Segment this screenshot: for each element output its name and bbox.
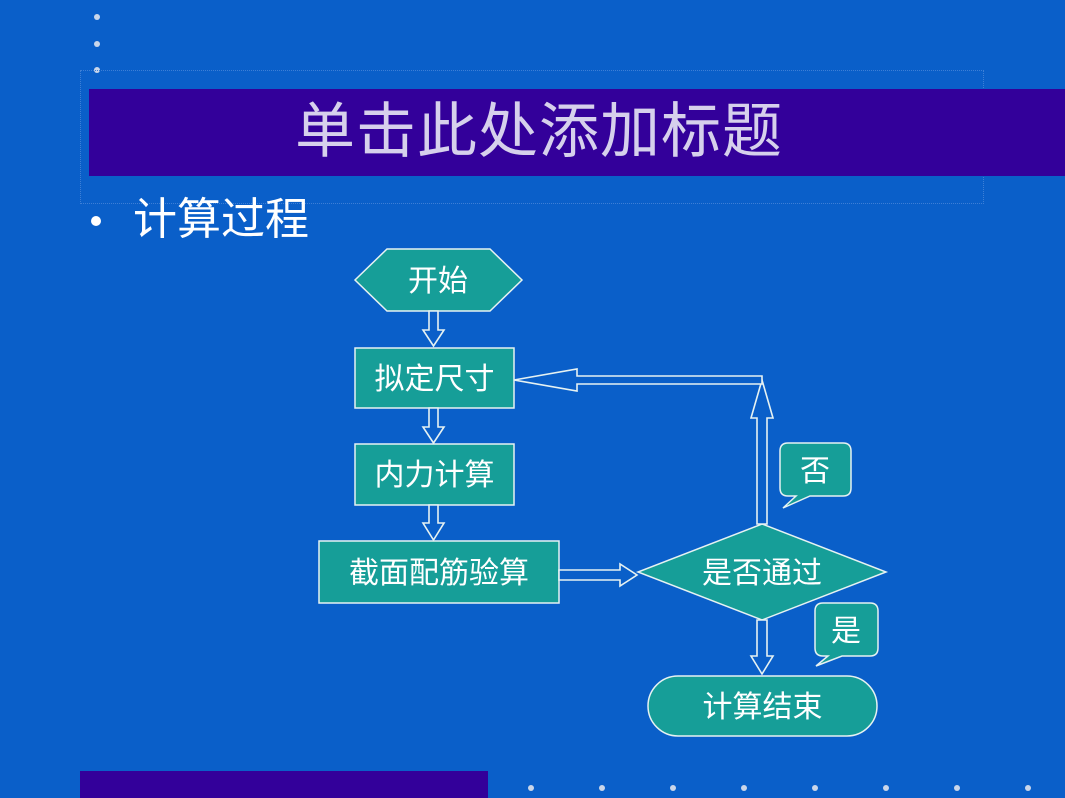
step-node-dimensions-label: 拟定尺寸 <box>375 362 495 397</box>
step-node-section-check[interactable]: 截面配筋验算 <box>318 540 560 604</box>
arrow-decision-to-end <box>749 619 775 676</box>
step-node-section-check-label: 截面配筋验算 <box>349 556 529 591</box>
decor-dot <box>670 785 676 791</box>
bullet-text[interactable]: 计算过程 <box>133 194 309 245</box>
slide-title[interactable]: 单击此处添加标题 <box>295 97 783 167</box>
arrow-decision-up <box>749 377 775 525</box>
decor-dot <box>741 785 747 791</box>
arrow-step2-to-step3 <box>421 504 446 542</box>
start-node[interactable]: 开始 <box>353 248 524 312</box>
bullet-marker <box>91 216 101 226</box>
decor-dot <box>954 785 960 791</box>
decision-node[interactable]: 是否通过 <box>635 523 889 621</box>
no-callout-label: 否 <box>800 454 830 489</box>
decor-dot <box>599 785 605 791</box>
decor-dot <box>812 785 818 791</box>
no-callout: 否 <box>779 442 852 509</box>
decor-dot <box>94 14 100 20</box>
arrow-step1-to-step2 <box>421 407 446 445</box>
yes-callout-label: 是 <box>831 614 861 649</box>
bottom-accent-bar <box>80 771 488 798</box>
end-node[interactable]: 计算结束 <box>647 675 878 737</box>
decor-dot <box>1025 785 1031 791</box>
decision-node-label: 是否通过 <box>702 556 822 591</box>
arrow-loop-to-step1 <box>513 368 763 392</box>
decor-dot <box>528 785 534 791</box>
end-node-label: 计算结束 <box>703 690 823 725</box>
decor-dot <box>883 785 889 791</box>
title-band <box>89 89 1065 176</box>
step-node-internal-force[interactable]: 内力计算 <box>354 443 515 506</box>
step-node-dimensions[interactable]: 拟定尺寸 <box>354 347 515 409</box>
arrow-step3-to-decision <box>558 562 639 588</box>
yes-callout: 是 <box>814 602 879 667</box>
decor-dot <box>94 41 100 47</box>
start-node-label: 开始 <box>408 264 468 299</box>
step-node-internal-force-label: 内力计算 <box>375 458 495 493</box>
arrow-start-to-step1 <box>421 310 446 348</box>
